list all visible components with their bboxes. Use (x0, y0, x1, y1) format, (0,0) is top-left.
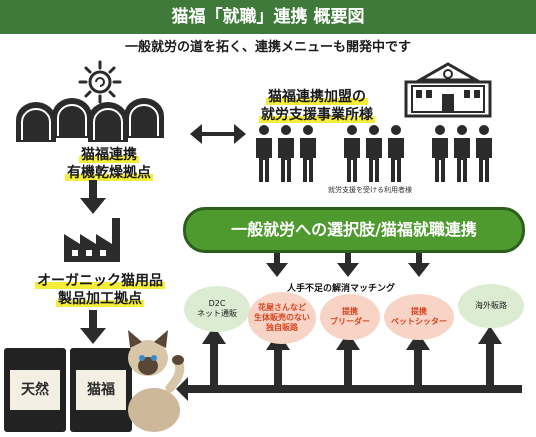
subtitle: 一般就労の道を拓く、連携メニューも開発中です (124, 40, 411, 55)
partner-label: 猫福連携加盟の 就労支援事業所様 (259, 89, 375, 123)
matching-label: 人手不足の解消マッチング (287, 284, 396, 294)
bubble-breeder: 提携ブリーダー (320, 294, 380, 340)
sun-icon (78, 60, 122, 104)
cat-image (128, 330, 185, 432)
double-arrow-icon (190, 124, 246, 144)
factory-icon (64, 218, 120, 262)
base2-label: オーガニック猫用品 製品加工拠点 (35, 273, 165, 307)
base1-label: 猫福連携 有機乾燥拠点 (65, 147, 153, 181)
banner: 一般就労への選択肢/猫福就職連携 (183, 207, 525, 253)
bubble-petsitter: 提携ペットシッター (384, 294, 454, 340)
product-package: 猫福 (70, 348, 132, 432)
users-caption: 就労支援を受ける利用者様 (328, 186, 412, 194)
down-arrow-icon (80, 310, 106, 344)
greenhouse-icon (16, 98, 164, 142)
school-building-icon (404, 62, 492, 118)
bubble-florist: 花屋さんなど生体販売のない独自販路 (248, 292, 316, 344)
page-title: 猫福「就職」連携 概要図 (0, 0, 536, 34)
product-package: 天然 (4, 348, 66, 432)
bubble-overseas: 海外販路 (458, 284, 524, 328)
down-arrow-icon (80, 180, 106, 214)
